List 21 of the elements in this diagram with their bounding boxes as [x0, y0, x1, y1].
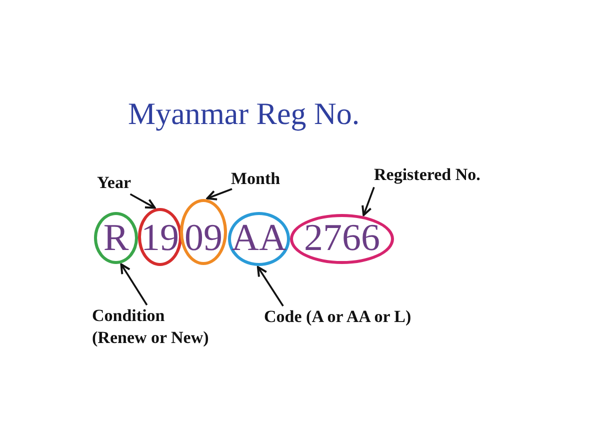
- highlight-ellipse: [94, 212, 138, 264]
- leader-arrow: [120, 263, 148, 306]
- callout-label: Month: [231, 168, 280, 190]
- callout-label: Year: [97, 172, 131, 194]
- leader-arrow: [206, 188, 232, 200]
- plate-segment-text: 2766: [304, 219, 380, 257]
- plate-segment-text: AA: [232, 219, 286, 257]
- leader-arrow: [130, 193, 156, 209]
- highlight-ellipse: [138, 208, 182, 266]
- leader-arrow: [256, 266, 284, 306]
- callout-label: Condition (Renew or New): [92, 305, 214, 350]
- diagram-title: Myanmar Reg No.: [128, 97, 360, 132]
- highlight-ellipse: [180, 199, 227, 265]
- highlight-ellipse: [290, 214, 394, 264]
- highlight-ellipse: [228, 212, 290, 266]
- callout-label: Registered No.: [374, 164, 480, 186]
- plate-segment-text: 19: [141, 219, 179, 257]
- plate-segment-text: R: [103, 219, 129, 257]
- plate-segment-text: 09: [184, 219, 222, 257]
- leader-arrow: [362, 186, 375, 216]
- callout-label: Code (A or AA or L): [264, 306, 412, 328]
